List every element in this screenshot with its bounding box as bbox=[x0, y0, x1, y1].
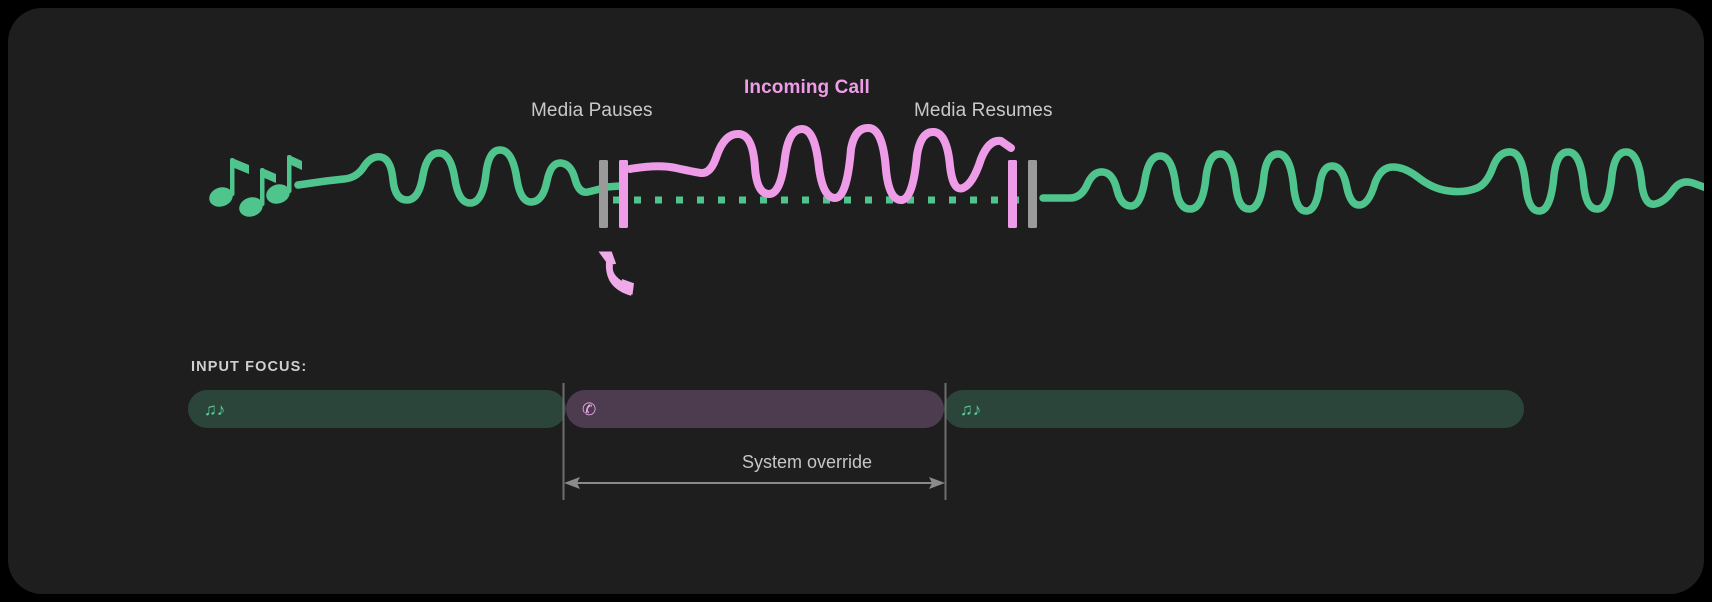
override-bracket-svg bbox=[562, 383, 947, 500]
music-notes-icon: ♫♪ bbox=[204, 399, 226, 419]
audio-timeline: Media Pauses Incoming Call Media Resumes bbox=[8, 8, 1704, 338]
phone-icon: ✆ bbox=[582, 399, 597, 419]
waveform-call bbox=[626, 124, 1015, 204]
resume-marker-gray-icon bbox=[1028, 160, 1037, 228]
waveform-media-before bbox=[294, 146, 624, 207]
focus-segment-media-right[interactable]: ♫♪ bbox=[944, 390, 1524, 428]
override-arrow-head-left bbox=[564, 477, 580, 489]
music-notes-icon: ♫♪ bbox=[960, 399, 982, 419]
focus-segment-call[interactable]: ✆ bbox=[566, 390, 944, 428]
waveform-media-after bbox=[1039, 148, 1704, 215]
pause-marker-gray-icon bbox=[599, 160, 608, 228]
label-media-pauses: Media Pauses bbox=[531, 100, 653, 121]
diagram-panel: Media Pauses Incoming Call Media Resumes… bbox=[8, 8, 1704, 594]
label-media-resumes: Media Resumes bbox=[914, 100, 1053, 121]
input-focus-title: INPUT FOCUS: bbox=[191, 359, 308, 375]
resume-marker-pink-icon bbox=[1008, 160, 1017, 228]
focus-segment-media-left[interactable]: ♫♪ bbox=[188, 390, 566, 428]
phone-icon bbox=[598, 251, 634, 296]
override-arrow-head-right bbox=[929, 477, 945, 489]
pause-marker-pink-icon bbox=[619, 160, 628, 228]
timeline-svg bbox=[209, 124, 1704, 296]
label-incoming-call: Incoming Call bbox=[744, 77, 870, 98]
input-focus-section: INPUT FOCUS: ♫♪ ✆ ♫♪ System override bbox=[8, 338, 1704, 594]
music-notes-icon bbox=[209, 155, 302, 217]
